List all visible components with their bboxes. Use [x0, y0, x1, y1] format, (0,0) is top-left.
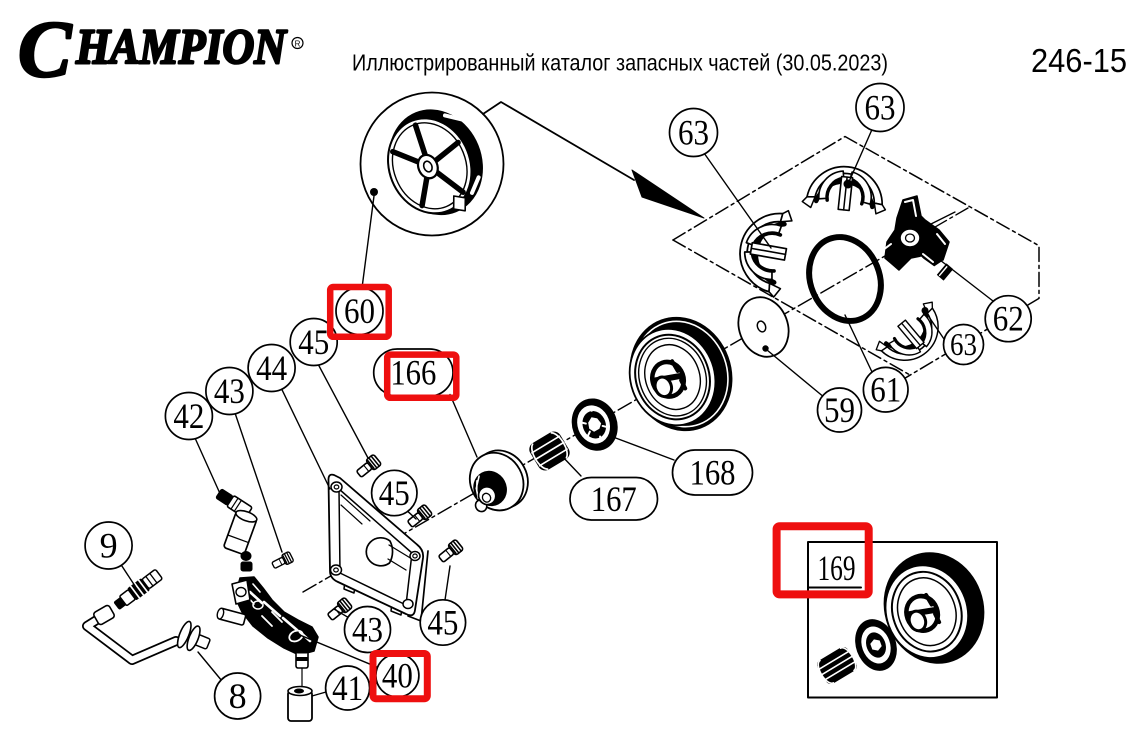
svg-text:63: 63	[865, 88, 896, 128]
svg-text:9: 9	[100, 526, 118, 566]
svg-text:62: 62	[993, 299, 1024, 339]
svg-text:C: C	[18, 6, 73, 94]
svg-text:45: 45	[427, 603, 458, 643]
svg-text:42: 42	[173, 396, 204, 436]
svg-text:41: 41	[332, 668, 363, 708]
svg-text:R: R	[295, 40, 301, 49]
svg-text:45: 45	[379, 473, 410, 513]
svg-text:166: 166	[390, 353, 436, 393]
svg-text:59: 59	[824, 390, 855, 430]
svg-text:40: 40	[382, 656, 413, 696]
svg-text:Иллюстрированный каталог запас: Иллюстрированный каталог запасных частей…	[352, 50, 888, 76]
svg-text:168: 168	[690, 453, 736, 493]
svg-text:44: 44	[256, 348, 287, 388]
svg-text:60: 60	[344, 291, 375, 331]
svg-text:HAMPION: HAMPION	[75, 18, 288, 74]
svg-text:43: 43	[352, 610, 383, 650]
svg-text:45: 45	[298, 322, 329, 362]
svg-text:8: 8	[229, 676, 247, 716]
svg-text:61: 61	[870, 370, 901, 410]
svg-text:246-15: 246-15	[1031, 43, 1127, 80]
svg-text:63: 63	[678, 113, 709, 153]
svg-text:43: 43	[214, 371, 245, 411]
svg-text:167: 167	[591, 479, 637, 519]
svg-text:63: 63	[950, 326, 977, 362]
svg-text:169: 169	[818, 548, 856, 588]
